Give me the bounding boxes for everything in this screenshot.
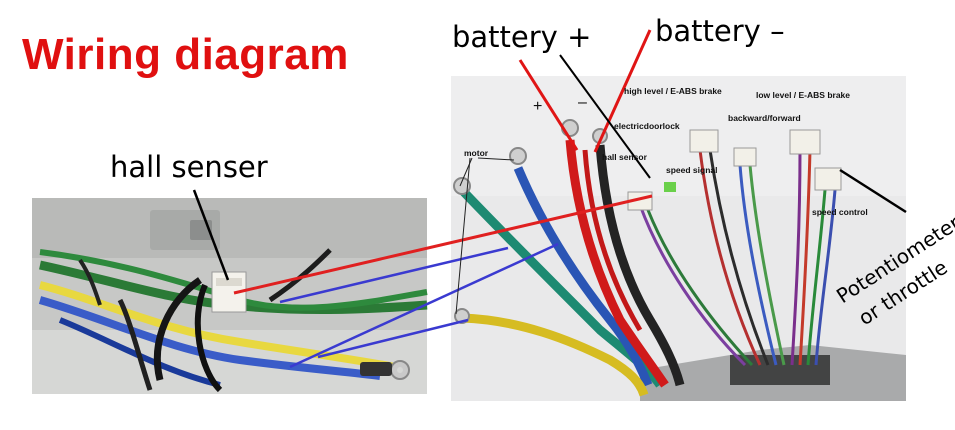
electric-door-lock-label: electricdoorlock bbox=[614, 121, 680, 131]
motor-label: motor bbox=[464, 148, 489, 158]
battery-minus-label: battery – bbox=[655, 14, 785, 48]
motor-pointer-3 bbox=[455, 157, 471, 315]
diagram-title: Wiring diagram bbox=[22, 30, 349, 79]
motor-link-line-2 bbox=[289, 242, 559, 369]
backward-forward-label: backward/forward bbox=[728, 113, 801, 123]
minus-sign: – bbox=[578, 94, 587, 111]
hall-pointer-line bbox=[192, 189, 230, 281]
potentiometer-pointer-line bbox=[839, 168, 907, 214]
low-level-label: low level / E-ABS brake bbox=[756, 90, 851, 100]
battery-pointer-line bbox=[559, 54, 651, 179]
motor-link-line-3 bbox=[317, 318, 469, 359]
motor-link-line-1 bbox=[279, 246, 509, 304]
hall-sensor-label: hall senser bbox=[110, 150, 268, 184]
hall-sensor-small-label: hall sensor bbox=[602, 152, 647, 162]
speed-signal-label: speed signal bbox=[666, 165, 718, 175]
speed-control-label: speed control bbox=[812, 207, 868, 217]
battery-plus-label: battery + bbox=[452, 20, 592, 54]
left-photo bbox=[32, 198, 428, 394]
right-photo bbox=[451, 76, 906, 401]
motor-pointer-2 bbox=[477, 157, 515, 161]
high-level-label: high level / E-ABS brake bbox=[624, 86, 722, 96]
plus-sign: + bbox=[533, 98, 543, 115]
battery-plus-line bbox=[518, 59, 579, 151]
hall-link-line bbox=[233, 194, 653, 295]
battery-minus-line bbox=[593, 29, 652, 153]
